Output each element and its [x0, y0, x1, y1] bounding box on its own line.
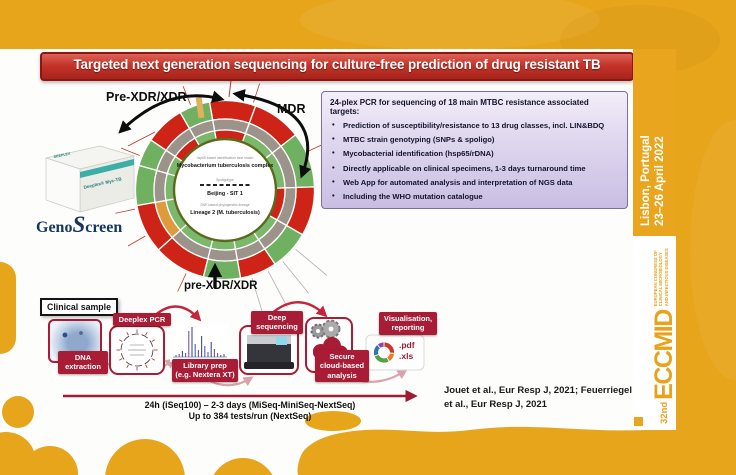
assay-info-list: Prediction of susceptibility/resistance … — [330, 121, 619, 202]
timeline-line2: Up to 384 tests/run (NextSeq) — [188, 411, 312, 421]
citation: Jouet et al., Eur Resp J, 2021; Feuerrie… — [444, 385, 632, 410]
genoscreen-logo: GenoScreen — [36, 212, 122, 238]
assay-info-bullet: Mycobacterial identification (hsp65/rDNA… — [330, 149, 619, 159]
genoscreen-logo-part1: Geno — [36, 219, 73, 236]
assay-info-title: 24-plex PCR for sequencing of 18 main MT… — [330, 98, 589, 116]
step-library-prep: Library prep (e.g. Nextera XT) — [172, 359, 238, 382]
genoscreen-logo-s: S — [72, 212, 86, 237]
sidebar-location: Lisbon, Portugal — [640, 135, 652, 226]
prexdr-bottom-label: pre-XDR/XDR — [184, 280, 258, 292]
assay-info-bullet: Prediction of susceptibility/resistance … — [330, 121, 619, 131]
step-deeplex-pcr: Deeplex PCR — [113, 313, 171, 327]
assay-info-bullet: Directly applicable on clinical specimen… — [330, 164, 619, 174]
genoscreen-logo-part2: creen — [85, 219, 123, 236]
sidebar-corner-square — [634, 417, 643, 426]
congress-ordinal: 32nd — [659, 401, 670, 424]
background-texture — [690, 120, 736, 380]
background-texture — [300, 0, 600, 50]
sidebar-dates: 23–26 April 2022 — [654, 136, 666, 226]
step-visualisation: Visualisation, reporting — [379, 312, 437, 335]
report-format-pdf: .pdf — [399, 340, 415, 350]
timeline-line1: 24h (iSeq100) – 2-3 days (MiSeq-MiniSeq-… — [144, 400, 356, 410]
report-format-xls: .xls — [399, 351, 414, 361]
step-dna-extraction: DNA extraction — [58, 351, 108, 374]
congress-full-name: EUROPEAN CONGRESS OF CLINICAL MICROBIOLO… — [652, 248, 669, 307]
congress-acronym: ECCMID — [650, 310, 678, 400]
step-deep-sequencing: Deep sequencing — [251, 311, 303, 334]
sidebar-congress-block: 32nd ECCMID EUROPEAN CONGRESS OF CLINICA… — [633, 236, 678, 430]
clinical-sample-box: Clinical sample — [40, 298, 118, 316]
assay-info-bullet: Web App for automated analysis and inter… — [330, 178, 619, 188]
prexdr-top-label: Pre-XDR/XDR — [106, 90, 187, 104]
assay-info-box: 24-plex PCR for sequencing of 18 main MT… — [321, 91, 628, 209]
slide-title: Targeted next generation sequencing for … — [40, 52, 634, 81]
assay-info-bullet: Including the WHO mutation catalogue — [330, 192, 619, 202]
step-cloud-analysis: Secure cloud-based analysis — [315, 350, 369, 383]
sidebar-location-block: Lisbon, Portugal 23–26 April 2022 — [633, 49, 676, 236]
mdr-label: MDR — [277, 102, 306, 116]
assay-info-bullet: MTBC strain genotyping (SNPs & spoligo) — [330, 135, 619, 145]
